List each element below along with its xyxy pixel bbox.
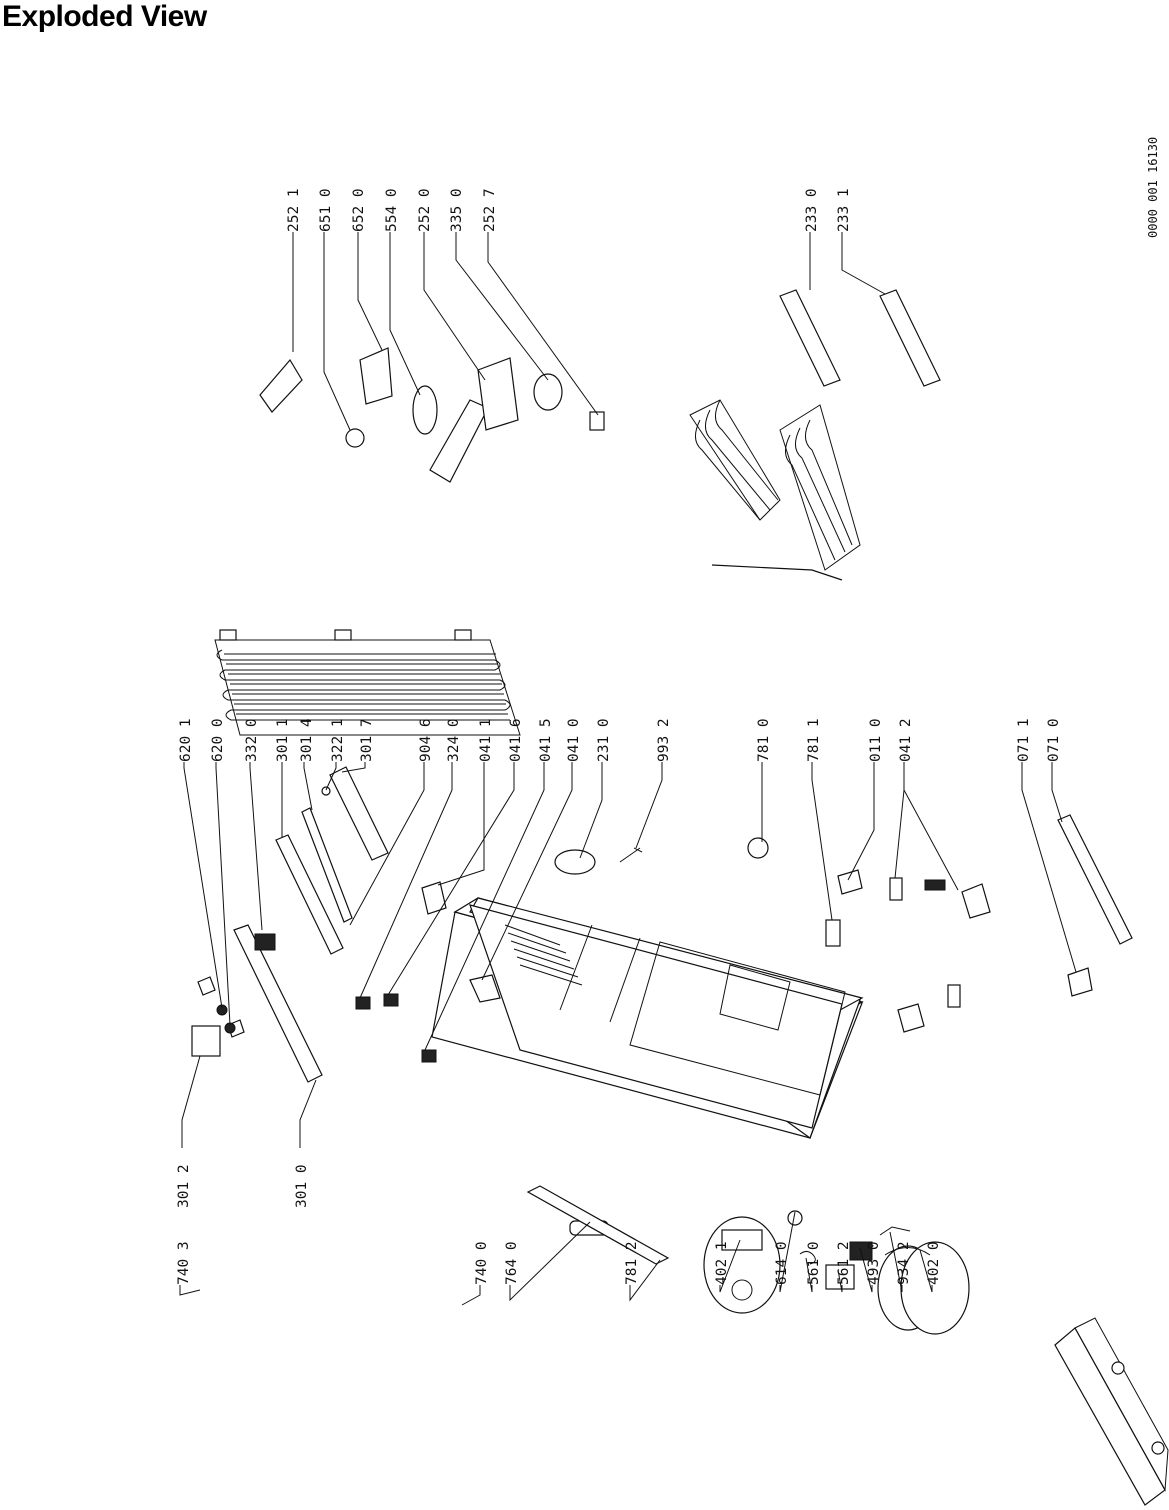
- label-620-0: 620 0: [210, 718, 226, 762]
- label-561-2: 561 2: [836, 1241, 852, 1285]
- leader-lines: [179, 232, 1077, 1306]
- part-322-1: [321, 786, 331, 796]
- strip-781-2: [526, 1185, 670, 1265]
- page-title: Exploded View: [2, 0, 207, 33]
- label-554-0: 554 0: [384, 188, 400, 232]
- label-781-1: 781 1: [806, 718, 822, 762]
- label-233-1: 233 1: [836, 188, 852, 232]
- base-tray: [1054, 1317, 1169, 1506]
- rail-071-1: [1067, 967, 1093, 997]
- label-934-2: 934 2: [896, 1241, 912, 1285]
- part-231-0: [554, 849, 596, 875]
- part-904-6: [355, 996, 371, 1010]
- label-324-0: 324 0: [446, 718, 462, 762]
- label-301-0: 301 0: [294, 1164, 310, 1208]
- label-011-0: 011 0: [868, 718, 884, 762]
- label-614-0: 614 0: [774, 1241, 790, 1285]
- label-652-0: 652 0: [351, 188, 367, 232]
- label-041-6: 041 6: [508, 718, 524, 762]
- rail-301-7: [329, 766, 389, 861]
- wire-shelves: [689, 289, 941, 581]
- label-233-0: 233 0: [804, 188, 820, 232]
- compressor-plate: [703, 1216, 781, 1314]
- clip-561-0: [799, 1250, 816, 1265]
- rail-301-0: [233, 924, 323, 1083]
- label-402-0: 402 0: [926, 1241, 942, 1285]
- label-301-7: 301 7: [359, 718, 375, 762]
- part-041-0: [469, 974, 501, 1003]
- relay-561-2: [825, 1264, 855, 1290]
- label-252-0: 252 0: [417, 188, 433, 232]
- label-904-6: 904 6: [418, 718, 434, 762]
- condenser-coil: [197, 629, 521, 1038]
- label-993-2: 993 2: [656, 718, 672, 762]
- label-335-0: 335 0: [449, 188, 465, 232]
- label-332-0: 332 0: [244, 718, 260, 762]
- label-041-2: 041 2: [898, 718, 914, 762]
- label-301-2: 301 2: [176, 1164, 192, 1208]
- part-324-0: [383, 993, 399, 1007]
- label-071-0: 071 0: [1046, 718, 1062, 762]
- control-box: [191, 1004, 236, 1057]
- part-993-2: [619, 847, 643, 863]
- label-322-1: 322 1: [330, 718, 346, 762]
- label-301-1: 301 1: [275, 718, 291, 762]
- label-781-2: 781 2: [624, 1241, 640, 1285]
- grommet-614: [787, 1210, 803, 1226]
- part-332-0: [254, 933, 276, 951]
- label-620-1: 620 1: [178, 718, 194, 762]
- cabinet: [431, 897, 864, 1139]
- thermostat-group: [259, 347, 605, 483]
- label-252-7: 252 7: [482, 188, 498, 232]
- part-041-1: [421, 881, 447, 915]
- label-041-1: 041 1: [478, 718, 494, 762]
- label-493-0: 493 0: [866, 1241, 882, 1285]
- label-764-0: 764 0: [504, 1241, 520, 1285]
- hinge-parts: [747, 837, 991, 1033]
- label-301-4: 301 4: [299, 718, 315, 762]
- label-231-0: 231 0: [596, 718, 612, 762]
- part-041-5: [421, 1049, 437, 1063]
- label-561-0: 561 0: [806, 1241, 822, 1285]
- label-402-1: 402 1: [714, 1241, 730, 1285]
- drawing-code: 0000 001 16130: [1146, 137, 1160, 238]
- wire-934: [879, 1226, 911, 1236]
- label-781-0: 781 0: [756, 718, 772, 762]
- rail-071-0: [1057, 814, 1133, 945]
- label-041-0: 041 0: [566, 718, 582, 762]
- label-740-0: 740 0: [474, 1241, 490, 1285]
- label-252-1: 252 1: [286, 188, 302, 232]
- rail-301-1: [275, 834, 344, 955]
- label-651-0: 651 0: [318, 188, 334, 232]
- label-740-3: 740 3: [176, 1241, 192, 1285]
- label-041-5: 041 5: [538, 718, 554, 762]
- compressor: [877, 1241, 970, 1335]
- label-071-1: 071 1: [1016, 718, 1032, 762]
- rail-301-4: [301, 807, 353, 923]
